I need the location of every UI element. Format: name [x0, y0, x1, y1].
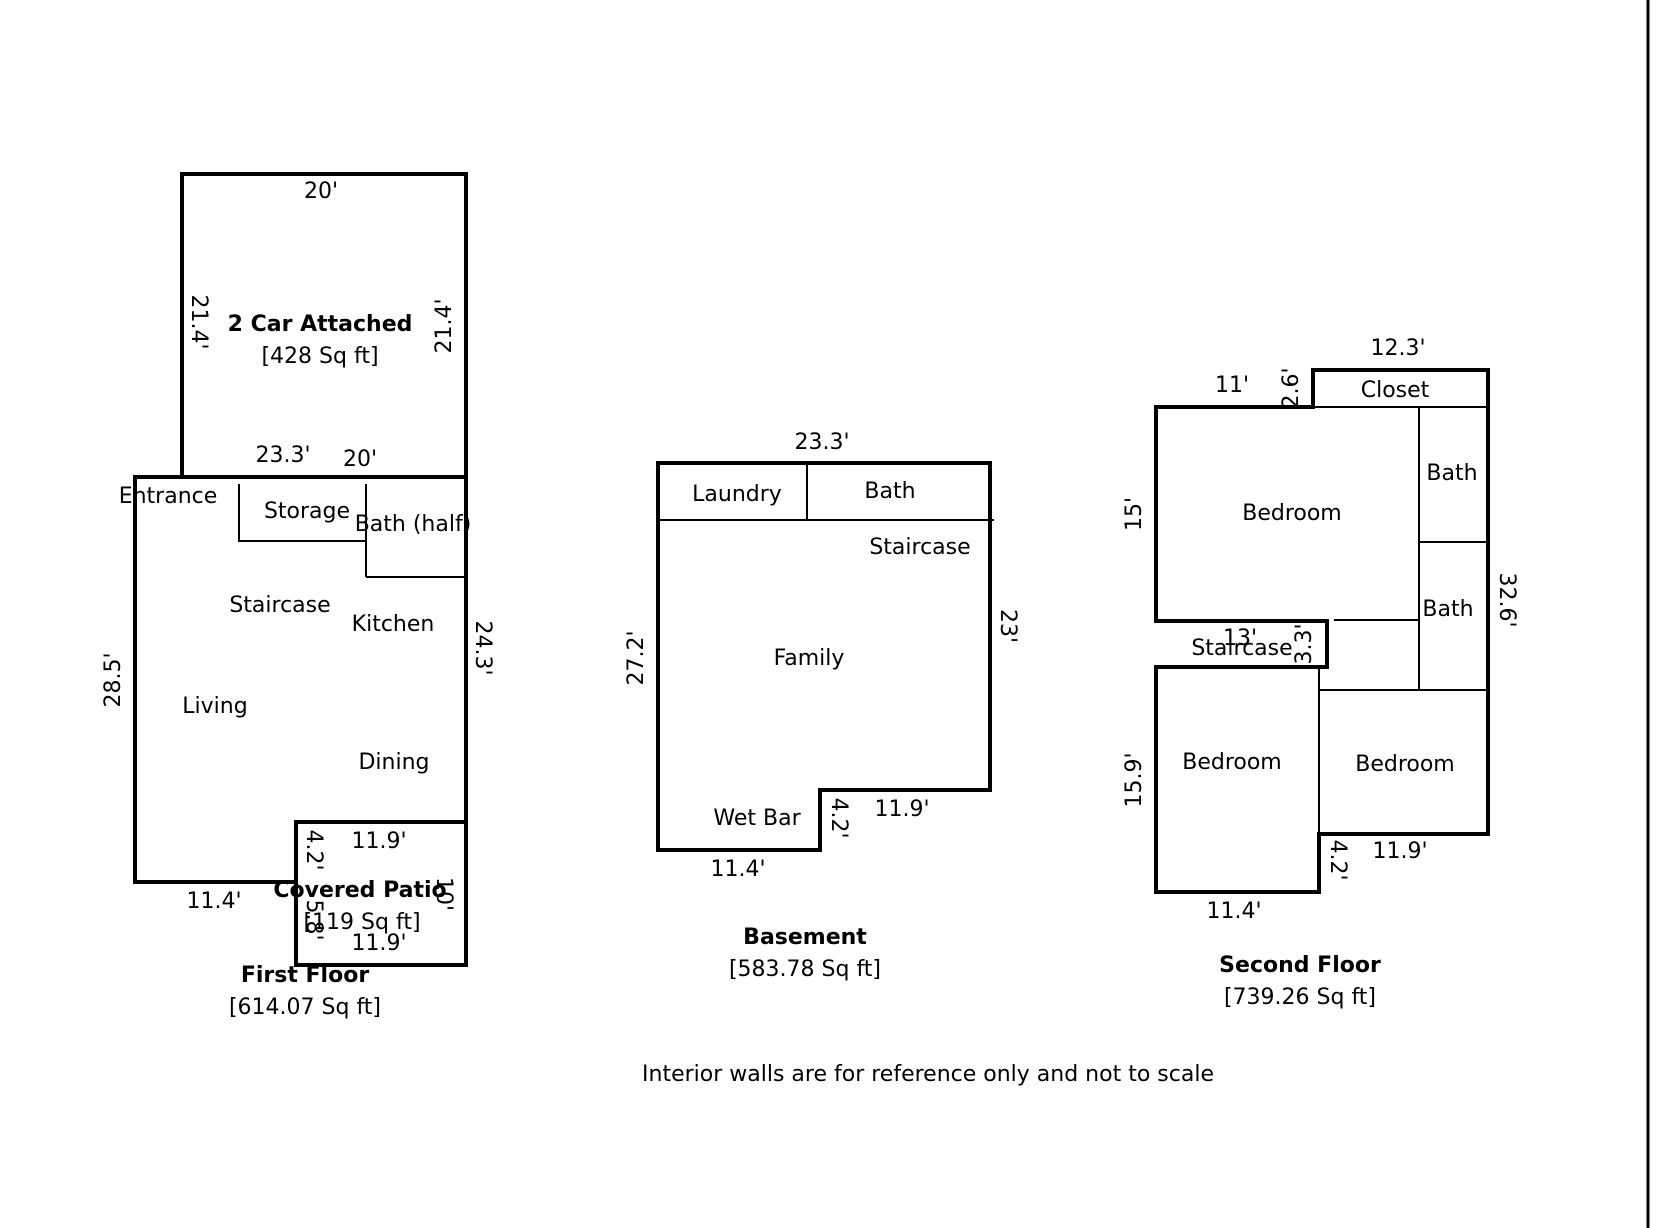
room-bedroom-3: Bedroom — [1355, 752, 1455, 777]
room-laundry: Laundry — [692, 482, 782, 507]
second-floor-outline — [1154, 368, 1490, 894]
basement-dim-top: 23.3' — [794, 430, 849, 455]
garage-dim-right: 21.4' — [432, 298, 457, 353]
second-floor-area: [739.26 Sq ft] — [1224, 985, 1376, 1010]
room-family: Family — [774, 646, 845, 671]
room-wet-bar: Wet Bar — [713, 806, 801, 831]
garage-dim-left: 21.4' — [186, 294, 211, 349]
room-bath-basement: Bath — [864, 479, 915, 504]
garage-area: [428 Sq ft] — [261, 344, 378, 369]
second-floor-dim-step: 4.2' — [1325, 839, 1350, 880]
room-dining: Dining — [358, 750, 429, 775]
garage-dim-top: 20' — [304, 179, 338, 204]
room-staircase-second: Staircase — [1191, 636, 1292, 661]
basement-dim-bottom: 11.4' — [710, 857, 765, 882]
room-bath-second-2: Bath — [1422, 597, 1473, 622]
patio-dim-left: 5.8' — [301, 899, 326, 940]
second-floor-dim-left-upper: 15' — [1122, 497, 1147, 531]
first-floor-dim-right: 24.3' — [470, 620, 495, 675]
first-floor-dim-left: 28.5' — [101, 652, 126, 707]
first-floor-area: [614.07 Sq ft] — [229, 995, 381, 1020]
first-floor-dim-bottom: 11.4' — [186, 889, 241, 914]
first-floor-dim-step-top: 11.9' — [351, 829, 406, 854]
garage-dim-bottom: 20' — [343, 447, 377, 472]
patio-dim-right: 10' — [431, 877, 456, 911]
second-floor-dim-stair-height: 3.3' — [1292, 623, 1317, 664]
room-staircase-first: Staircase — [229, 593, 330, 618]
basement-dim-step-top: 11.9' — [874, 797, 929, 822]
first-floor-dim-top: 23.3' — [255, 443, 310, 468]
storage-wall — [238, 484, 366, 542]
second-floor-dim-top-left: 11' — [1215, 373, 1249, 398]
reference-note: Interior walls are for reference only an… — [642, 1062, 1214, 1087]
basement-area: [583.78 Sq ft] — [729, 957, 881, 982]
room-bath-half: Bath (half) — [355, 512, 472, 537]
second-floor-dim-right: 32.6' — [1494, 572, 1519, 627]
basement-dim-right: 23' — [995, 609, 1020, 643]
basement-title: Basement — [743, 925, 867, 950]
basement-outline — [656, 461, 992, 852]
basement-dim-left: 27.2' — [624, 630, 649, 685]
room-staircase-basement: Staircase — [869, 535, 970, 560]
second-floor-dim-left-lower: 15.9' — [1122, 752, 1147, 807]
second-floor-dim-top: 12.3' — [1370, 336, 1425, 361]
second-floor-dim-step-top: 11.9' — [1372, 839, 1427, 864]
patio-area: [119 Sq ft] — [303, 910, 420, 935]
room-closet: Closet — [1361, 378, 1430, 403]
room-kitchen: Kitchen — [352, 612, 435, 637]
second-floor-dim-notch: 2.6' — [1279, 367, 1304, 408]
second-floor-dim-stair-width: 13' — [1223, 626, 1257, 651]
room-storage: Storage — [264, 499, 350, 524]
second-floor-dim-bottom: 11.4' — [1206, 899, 1261, 924]
basement-dim-step: 4.2' — [826, 797, 851, 838]
first-floor-dim-step: 4.2' — [301, 829, 326, 870]
garage-name: 2 Car Attached — [228, 312, 413, 337]
room-bedroom-2: Bedroom — [1182, 750, 1282, 775]
room-entrance: Entrance — [119, 484, 218, 509]
first-floor-title: First Floor — [241, 963, 369, 988]
covered-patio-outline — [294, 820, 468, 967]
patio-dim-bottom: 11.9' — [351, 931, 406, 956]
patio-name: Covered Patio — [273, 878, 446, 903]
second-floor-title: Second Floor — [1219, 953, 1381, 978]
room-bath-second-1: Bath — [1426, 461, 1477, 486]
room-living: Living — [182, 694, 247, 719]
room-bedroom-1: Bedroom — [1242, 501, 1342, 526]
